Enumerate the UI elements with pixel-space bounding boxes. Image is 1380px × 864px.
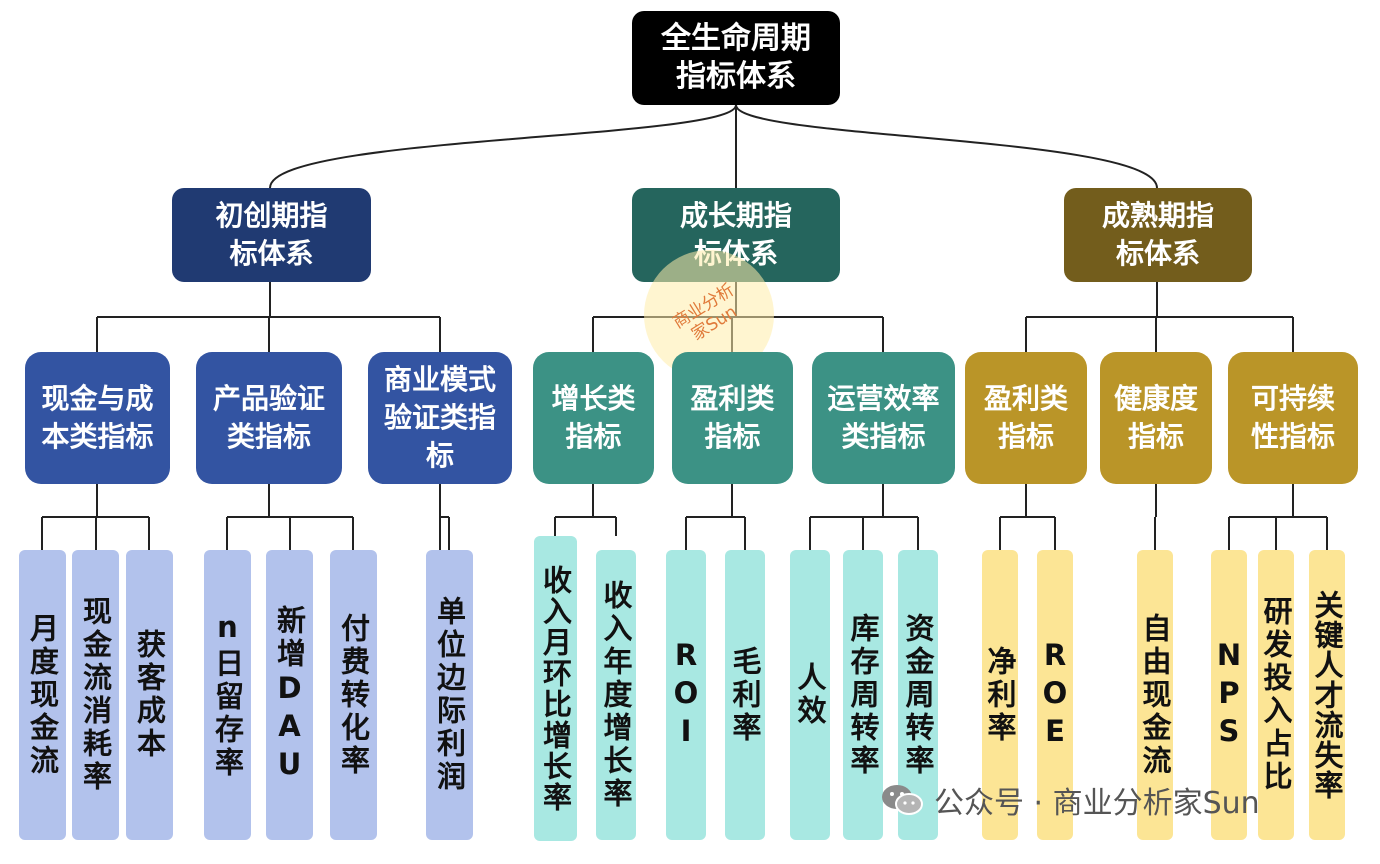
metric-paid-conversion: 付费转化率	[330, 550, 377, 840]
category-cash-cost: 现金与成本类指标	[25, 352, 170, 484]
metric-label: 获客成本	[132, 629, 167, 761]
metric-gross-margin: 毛利率	[725, 550, 765, 840]
metric-label: ROI	[669, 638, 703, 752]
category-health: 健康度指标	[1100, 352, 1212, 484]
category-growth: 增长类指标	[533, 352, 654, 484]
category-profit-mature: 盈利类指标	[965, 352, 1087, 484]
metric-label: 月度现金流	[25, 612, 60, 778]
connector-root-startup	[269, 104, 737, 189]
watermark: 公众号 · 商业分析家Sun	[880, 782, 1260, 821]
stage-mature-label: 成熟期指标体系	[1101, 199, 1214, 270]
category-label: 现金与成本类指标	[41, 382, 154, 453]
metric-mom-revenue-growth: 收入月环比增长率	[534, 536, 577, 841]
metric-label: n日留存率	[210, 610, 245, 780]
connector-root-mature	[735, 104, 1158, 189]
stage-mature-node: 成熟期指标体系	[1064, 188, 1252, 282]
metric-label: 收入月环比增长率	[538, 564, 573, 813]
category-label: 产品验证类指标	[213, 382, 326, 453]
metric-label: 研发投入占比	[1259, 596, 1293, 794]
category-sustainability: 可持续性指标	[1228, 352, 1358, 484]
metric-monthly-cash-flow: 月度现金流	[19, 550, 66, 840]
metric-key-talent-loss: 关键人才流失率	[1309, 550, 1345, 840]
category-label: 增长类指标	[551, 382, 636, 453]
metric-cac: 获客成本	[126, 550, 173, 840]
metric-label: 库存周转率	[846, 612, 880, 778]
metric-label: 付费转化率	[336, 612, 371, 778]
metric-label: NPS	[1212, 638, 1246, 752]
metric-free-cash-flow: 自由现金流	[1137, 550, 1173, 840]
metric-nps: NPS	[1211, 550, 1247, 840]
stage-startup-label: 初创期指标体系	[215, 199, 328, 270]
metric-roe: ROE	[1037, 550, 1073, 840]
metric-rd-ratio: 研发投入占比	[1258, 550, 1294, 840]
metric-label: 人效	[793, 662, 827, 728]
metric-net-margin: 净利率	[982, 550, 1018, 840]
metric-n-day-retention: n日留存率	[204, 550, 251, 840]
category-ops-efficiency: 运营效率类指标	[812, 352, 955, 484]
metric-yoy-revenue-growth: 收入年度增长率	[596, 550, 636, 840]
metric-label: 收入年度增长率	[599, 579, 633, 811]
metric-label: 现金流消耗率	[78, 596, 113, 794]
metric-label: 新增DAU	[272, 605, 307, 785]
metric-label: 自由现金流	[1138, 612, 1172, 778]
category-label: 商业模式验证类指标	[384, 363, 497, 472]
stage-startup-node: 初创期指标体系	[172, 188, 371, 282]
category-label: 运营效率类指标	[827, 382, 940, 453]
root-title: 全生命周期指标体系	[661, 21, 811, 94]
metric-inventory-turnover: 库存周转率	[843, 550, 883, 840]
metric-roi: ROI	[666, 550, 706, 840]
category-label: 可持续性指标	[1251, 382, 1336, 453]
category-business-model: 商业模式验证类指标	[368, 352, 512, 484]
category-product-validation: 产品验证类指标	[196, 352, 342, 484]
metric-unit-margin: 单位边际利润	[426, 550, 473, 840]
stage-growth-label: 成长期指标体系	[679, 199, 792, 270]
metric-label: 毛利率	[728, 645, 762, 745]
root-node: 全生命周期指标体系	[632, 11, 840, 105]
metric-label: 资金周转率	[901, 612, 935, 778]
metric-label: 净利率	[983, 645, 1017, 745]
metric-staff-efficiency: 人效	[790, 550, 830, 840]
metric-new-dau: 新增DAU	[266, 550, 313, 840]
category-profit-growth: 盈利类指标	[672, 352, 793, 484]
metric-label: 单位边际利润	[432, 596, 467, 794]
stamp-text: 商业分析家Sun	[669, 280, 741, 346]
metric-label: ROE	[1038, 638, 1072, 752]
category-label: 健康度指标	[1114, 382, 1199, 453]
metric-cash-burn-rate: 现金流消耗率	[72, 550, 119, 840]
metric-label: 关键人才流失率	[1310, 590, 1344, 800]
category-label: 盈利类指标	[690, 382, 775, 453]
category-label: 盈利类指标	[984, 382, 1069, 453]
wechat-icon	[882, 785, 923, 815]
watermark-text: 公众号 · 商业分析家Sun	[934, 786, 1260, 821]
